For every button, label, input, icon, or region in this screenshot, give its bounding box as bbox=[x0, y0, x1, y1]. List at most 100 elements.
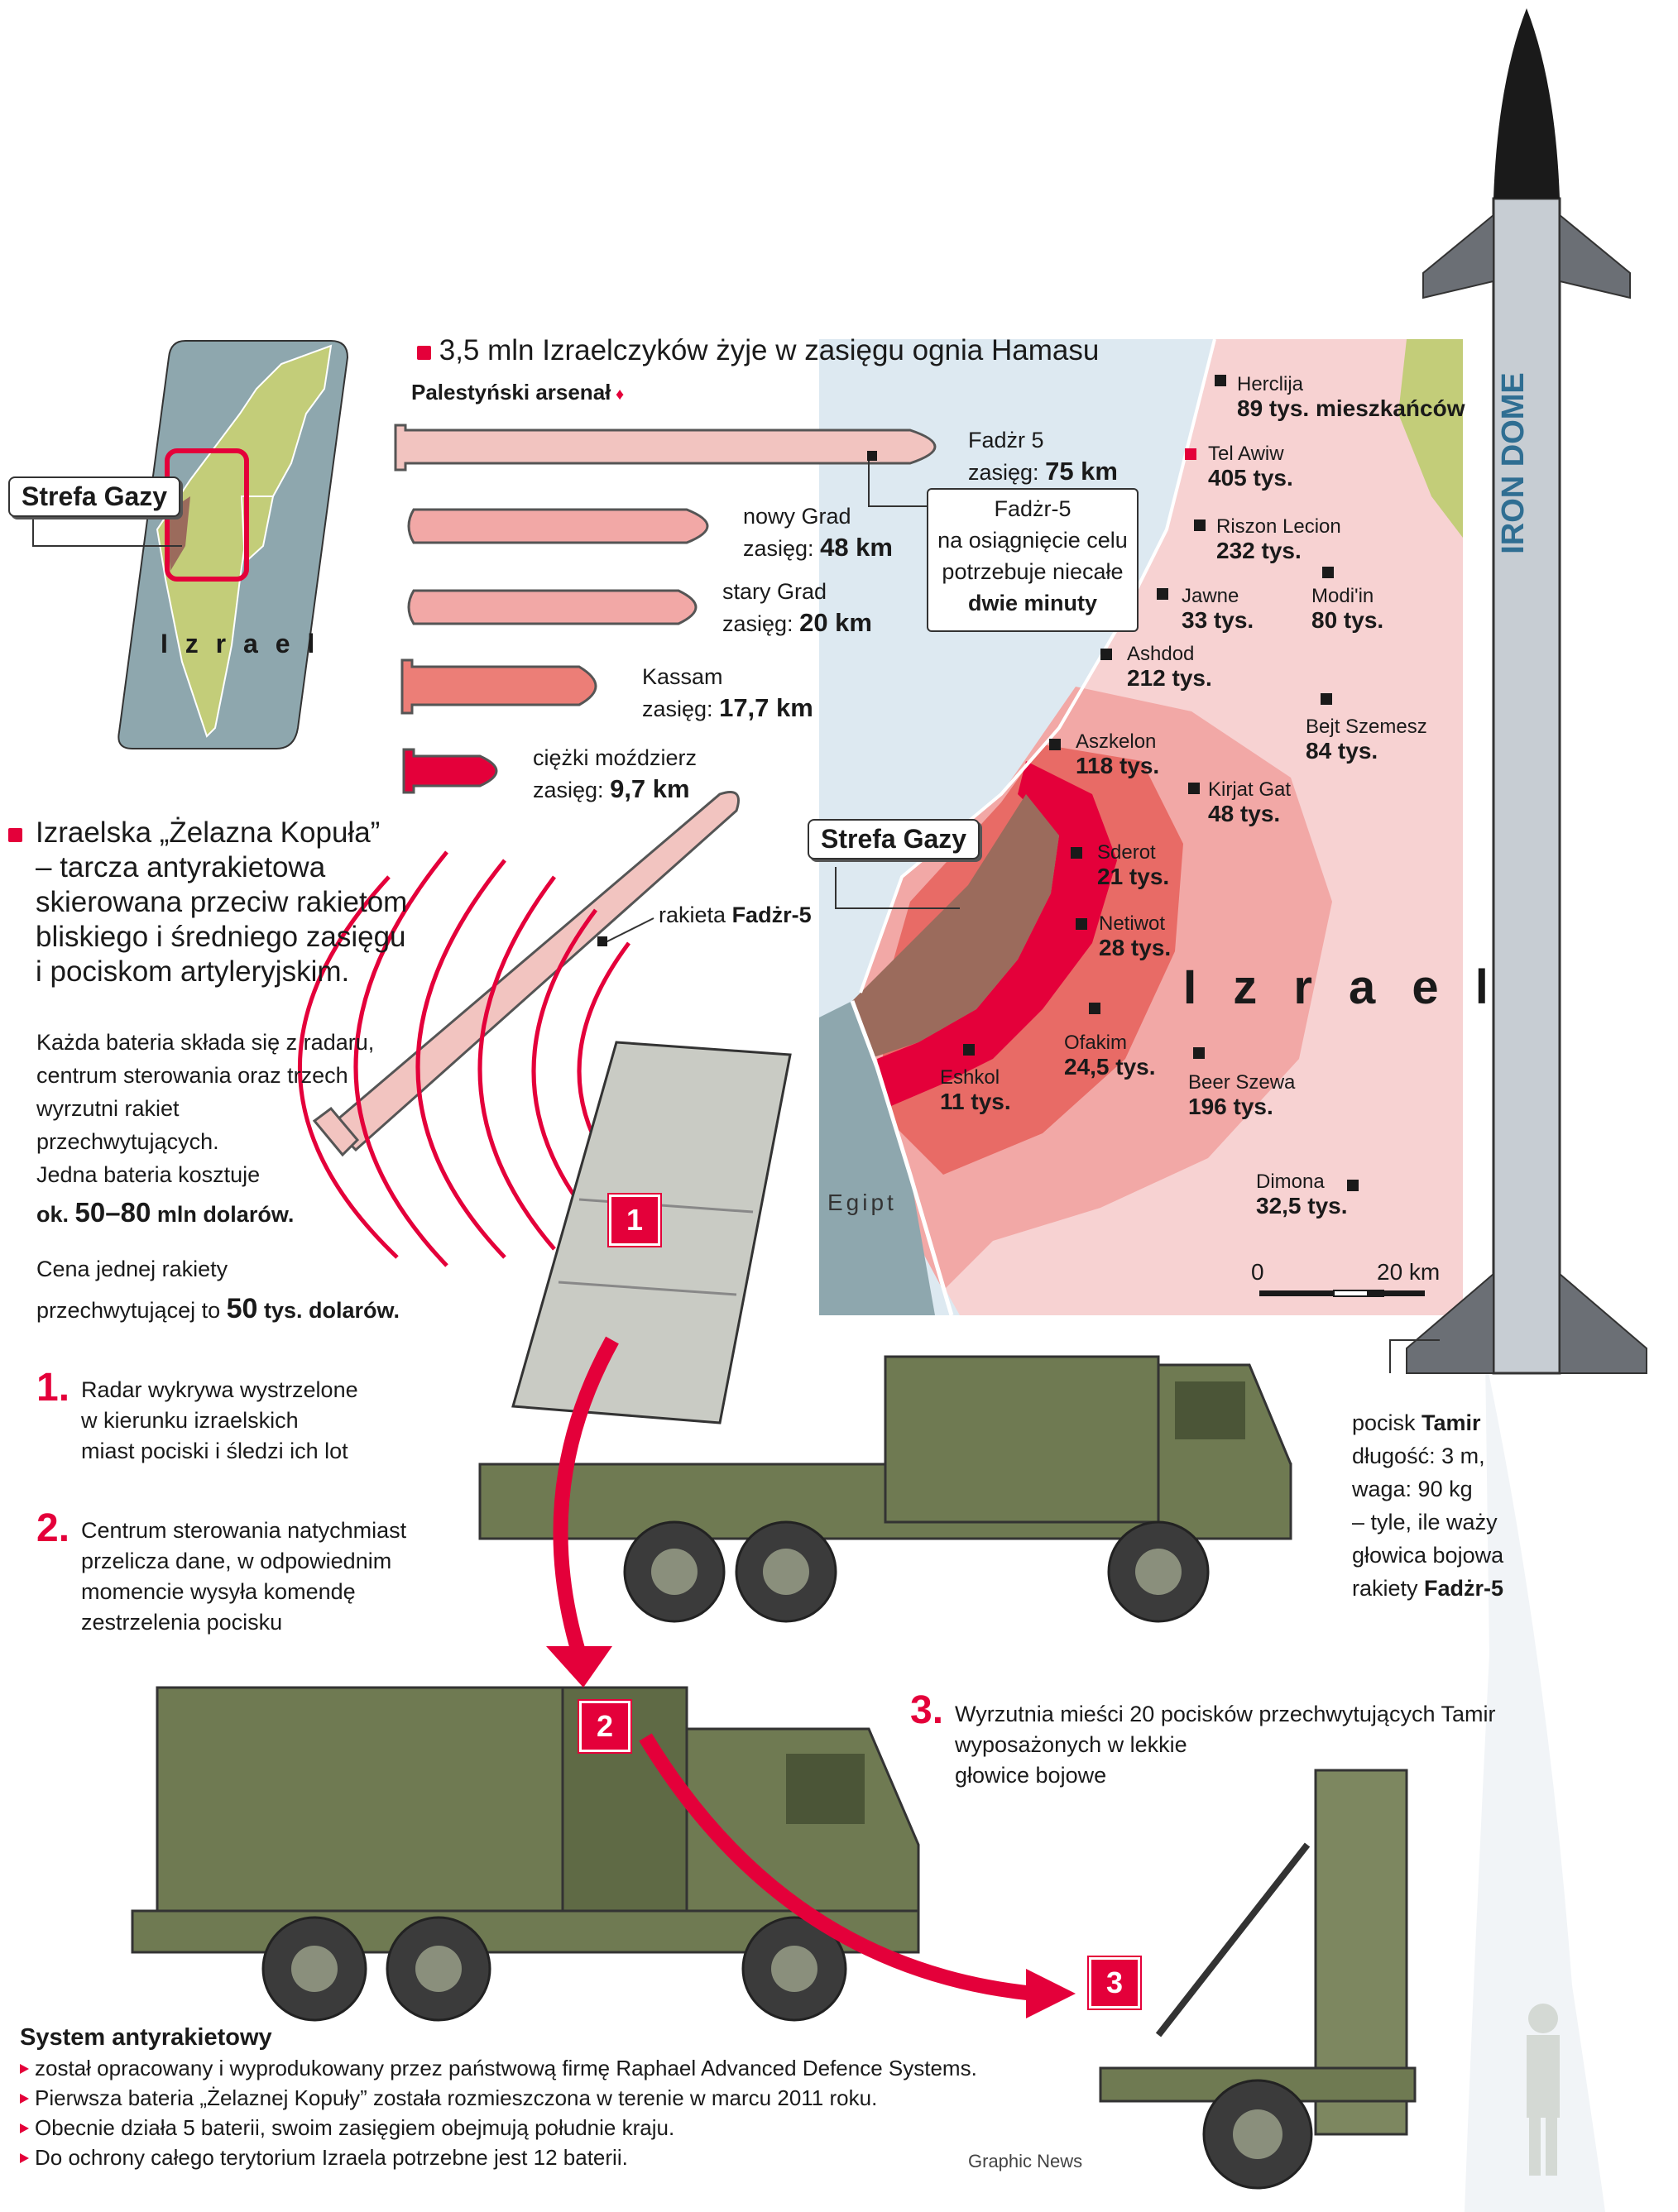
city-marker bbox=[1157, 588, 1168, 600]
range-label: zasięg: bbox=[533, 778, 604, 802]
iron-dome-title: Izraelska „Żelazna Kopuła” – tarcza anty… bbox=[8, 816, 407, 989]
arsenal-name: ciężki moździerz bbox=[533, 745, 698, 770]
tamir-line: rakiety bbox=[1352, 1576, 1418, 1601]
range-label: zasięg: bbox=[642, 697, 713, 721]
tamir-rocket-name: Fadżr-5 bbox=[1424, 1576, 1504, 1601]
tamir-line: długość: 3 m, bbox=[1352, 1444, 1485, 1468]
tamir-name: Tamir bbox=[1422, 1410, 1481, 1435]
city-pop: 84 tys. bbox=[1306, 738, 1378, 764]
badge-2: 2 bbox=[579, 1701, 630, 1752]
scale-start: 0 bbox=[1251, 1259, 1264, 1285]
target-marker bbox=[867, 451, 877, 461]
system-bullet: został opracowany i wyprodukowany przez … bbox=[20, 2053, 977, 2083]
step-number: 3. bbox=[910, 1688, 944, 1732]
arsenal-item: stary Grad zasięg: 20 km bbox=[722, 577, 872, 639]
city-pop: 33 tys. bbox=[1182, 607, 1254, 633]
arsenal-name: nowy Grad bbox=[743, 504, 851, 529]
city-name: Riszon Lecion bbox=[1216, 515, 1341, 538]
step-text: wyposażonych w lekkie bbox=[955, 1732, 1187, 1757]
city-name: Jawne bbox=[1182, 585, 1239, 607]
city-pop: 80 tys. bbox=[1311, 607, 1384, 633]
city-pop: 196 tys. bbox=[1188, 1094, 1273, 1119]
price-value: 50 bbox=[226, 1293, 258, 1324]
step-number: 2. bbox=[36, 1506, 70, 1550]
arsenal-title: Palestyński arsenał ♦ bbox=[411, 380, 625, 405]
arsenal-item: Kassam zasięg: 17,7 km bbox=[642, 662, 813, 725]
city-sderot: Sderot 21 tys. bbox=[1097, 842, 1169, 890]
arsenal-item: nowy Grad zasięg: 48 km bbox=[743, 501, 893, 564]
inset-map bbox=[117, 340, 349, 749]
city-name: Ashdod bbox=[1127, 643, 1195, 665]
city-aszkelon: Aszkelon 118 tys. bbox=[1076, 731, 1159, 779]
inset-gaza-label: Strefa Gazy bbox=[8, 476, 181, 517]
rocket-label-name: Fadżr-5 bbox=[731, 903, 812, 927]
city-marker bbox=[1185, 448, 1196, 460]
city-marker bbox=[1089, 1003, 1100, 1014]
rocket-marker bbox=[597, 936, 607, 946]
city-pop: 28 tys. bbox=[1099, 935, 1172, 960]
city-marker bbox=[1100, 649, 1112, 660]
range-value: 17,7 km bbox=[719, 693, 813, 722]
city-pop: 11 tys. bbox=[940, 1089, 1011, 1114]
cost-value: 50–80 bbox=[74, 1197, 151, 1228]
range-value: 9,7 km bbox=[610, 774, 690, 803]
city-riszon-lecion: Riszon Lecion 232 tys. bbox=[1216, 516, 1341, 564]
arsenal-item: Fadżr 5 zasięg: 75 km bbox=[968, 425, 1118, 488]
headline-text: 3,5 mln Izraelczyków żyje w zasięgu ogni… bbox=[439, 334, 1100, 366]
city-pop: 118 tys. bbox=[1076, 753, 1160, 778]
tamir-line: głowica bojowa bbox=[1352, 1543, 1504, 1568]
step-text: miast pociski i śledzi ich lot bbox=[81, 1439, 348, 1463]
city-beer-szewa: Beer Szewa 196 tys. bbox=[1188, 1072, 1295, 1120]
bullet-square-icon bbox=[8, 828, 22, 842]
range-value: 48 km bbox=[820, 533, 893, 562]
city-name: Ofakim bbox=[1064, 1032, 1128, 1054]
city-name: Modi'in bbox=[1311, 585, 1374, 607]
city-name: Bejt Szemesz bbox=[1306, 716, 1427, 738]
step-text: Radar wykrywa wystrzelone bbox=[81, 1377, 358, 1402]
system-bullet: Do ochrony całego terytorium Izraela pot… bbox=[20, 2143, 977, 2172]
city-name: Sderot bbox=[1097, 841, 1156, 864]
city-dimona: Dimona 32,5 tys. bbox=[1256, 1171, 1348, 1219]
price-line: przechwytującej to bbox=[36, 1298, 221, 1323]
step-text: przelicza dane, w odpowiednim bbox=[81, 1549, 392, 1573]
title-line: skierowana przeciw rakietom bbox=[36, 886, 408, 918]
badge-3: 3 bbox=[1089, 1957, 1140, 2009]
city-name: Beer Szewa bbox=[1188, 1071, 1296, 1094]
range-label: zasięg: bbox=[722, 611, 793, 636]
range-value: 75 km bbox=[1045, 457, 1118, 486]
city-marker bbox=[1194, 519, 1206, 531]
step-text: zestrzelenia pocisku bbox=[81, 1610, 283, 1635]
inset-country-label: I z r a e l bbox=[161, 629, 320, 658]
city-ashdod: Ashdod 212 tys. bbox=[1127, 644, 1212, 692]
arsenal-title-text: Palestyński arsenał bbox=[411, 380, 611, 405]
title-line: i pociskom artyleryjskim. bbox=[36, 955, 350, 988]
city-ofakim: Ofakim 24,5 tys. bbox=[1064, 1032, 1156, 1080]
city-modiin: Modi'in 80 tys. bbox=[1311, 586, 1383, 634]
city-kirjat-gat: Kirjat Gat 48 tys. bbox=[1208, 779, 1291, 827]
city-pop: 232 tys. bbox=[1216, 538, 1302, 563]
arsenal-name: Kassam bbox=[642, 664, 723, 689]
city-tel-awiw: Tel Awiw 405 tys. bbox=[1208, 443, 1293, 491]
city-marker bbox=[1321, 693, 1332, 705]
tamir-line: – tyle, ile waży bbox=[1352, 1510, 1498, 1535]
step-text: Centrum sterowania natychmiast bbox=[81, 1518, 407, 1543]
step-text: Wyrzutnia mieści 20 pocisków przechwytuj… bbox=[955, 1702, 1496, 1726]
egypt-label: Egipt bbox=[827, 1190, 897, 1215]
city-name: Herclija bbox=[1237, 373, 1304, 395]
map-gaza-label: Strefa Gazy bbox=[808, 819, 980, 859]
tamir-line: waga: 90 kg bbox=[1352, 1477, 1473, 1501]
system-bullet: Pierwsza bateria „Żelaznej Kopuły” zosta… bbox=[20, 2083, 977, 2113]
callout-line: potrzebuje niecałe bbox=[942, 559, 1124, 584]
iron-dome-description: Każda bateria składa się z radaru, centr… bbox=[36, 1026, 374, 1231]
city-pop: 24,5 tys. bbox=[1064, 1054, 1156, 1080]
title-line: bliskiego i średniego zasięgu bbox=[36, 921, 406, 953]
city-name: Netiwot bbox=[1099, 912, 1166, 935]
arsenal-name: stary Grad bbox=[722, 579, 827, 604]
fajr-callout: Fadżr-5 na osiągnięcie celu potrzebuje n… bbox=[927, 488, 1139, 632]
desc-line: Jedna bateria kosztuje bbox=[36, 1162, 261, 1187]
arsenal-name: Fadżr 5 bbox=[968, 428, 1044, 452]
city-marker bbox=[1076, 918, 1087, 930]
fajr-rocket-label: rakieta Fadżr-5 bbox=[659, 900, 812, 931]
price-unit: tys. dolarów. bbox=[263, 1298, 400, 1323]
city-bejt-szemesz: Bejt Szemesz 84 tys. bbox=[1306, 716, 1427, 764]
